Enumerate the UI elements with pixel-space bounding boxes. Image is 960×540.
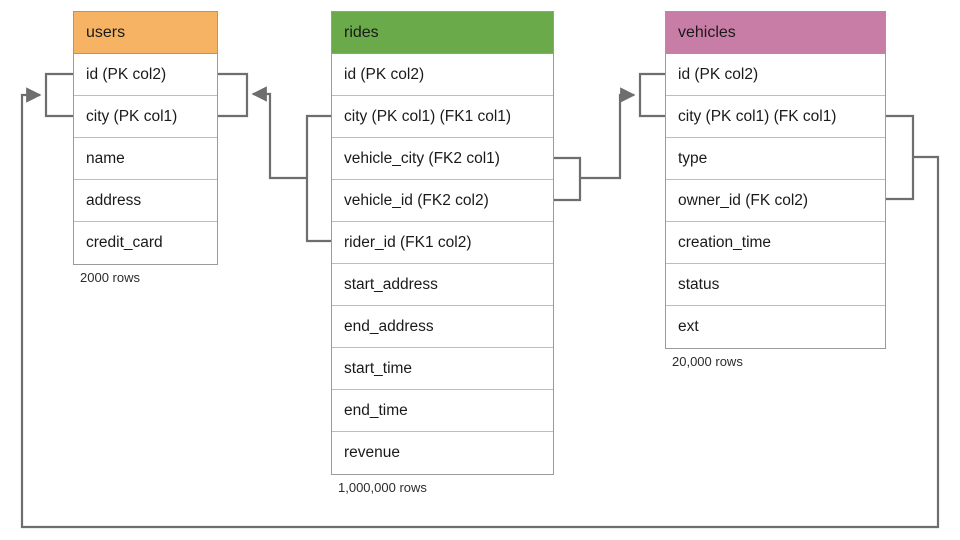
- entity-vehicles-field-creation-time[interactable]: creation_time: [666, 222, 885, 264]
- entity-rides-field-end-time[interactable]: end_time: [332, 390, 553, 432]
- entity-users-field-city[interactable]: city (PK col1): [74, 96, 217, 138]
- entity-vehicles-row-count: 20,000 rows: [672, 354, 743, 369]
- entity-users-row-count: 2000 rows: [80, 270, 140, 285]
- entity-rides-field-rider-id[interactable]: rider_id (FK1 col2): [332, 222, 553, 264]
- entity-rides-field-end-address[interactable]: end_address: [332, 306, 553, 348]
- vehicles-right-bracket: [886, 114, 915, 201]
- entity-users-field-id[interactable]: id (PK col2): [74, 54, 217, 96]
- entity-vehicles[interactable]: vehicles id (PK col2) city (PK col1) (FK…: [665, 11, 886, 349]
- entity-vehicles-title: vehicles: [666, 12, 885, 54]
- entity-users-title: users: [74, 12, 217, 54]
- relationship-rides-vehicle-to-vehicles: [580, 87, 636, 180]
- entity-rides-title: rides: [332, 12, 553, 54]
- rides-right-bracket: [554, 156, 582, 202]
- entity-rides-field-city[interactable]: city (PK col1) (FK1 col1): [332, 96, 553, 138]
- users-left-bracket: [44, 72, 73, 118]
- entity-users-field-credit-card[interactable]: credit_card: [74, 222, 217, 264]
- rides-left-bracket: [305, 114, 331, 243]
- entity-vehicles-field-ext[interactable]: ext: [666, 306, 885, 348]
- entity-vehicles-field-owner-id[interactable]: owner_id (FK col2): [666, 180, 885, 222]
- entity-rides[interactable]: rides id (PK col2) city (PK col1) (FK1 c…: [331, 11, 554, 475]
- relationship-rides-rider-to-users: [251, 86, 307, 180]
- entity-vehicles-field-id[interactable]: id (PK col2): [666, 54, 885, 96]
- entity-users-field-address[interactable]: address: [74, 180, 217, 222]
- entity-vehicles-field-type[interactable]: type: [666, 138, 885, 180]
- entity-rides-field-start-time[interactable]: start_time: [332, 348, 553, 390]
- vehicles-left-bracket: [638, 72, 665, 118]
- entity-users-field-name[interactable]: name: [74, 138, 217, 180]
- entity-rides-field-revenue[interactable]: revenue: [332, 432, 553, 474]
- entity-rides-field-id[interactable]: id (PK col2): [332, 54, 553, 96]
- users-right-bracket: [218, 72, 249, 118]
- entity-vehicles-field-city[interactable]: city (PK col1) (FK col1): [666, 96, 885, 138]
- entity-rides-field-start-address[interactable]: start_address: [332, 264, 553, 306]
- entity-rides-field-vehicle-city[interactable]: vehicle_city (FK2 col1): [332, 138, 553, 180]
- entity-vehicles-field-status[interactable]: status: [666, 264, 885, 306]
- entity-users[interactable]: users id (PK col2) city (PK col1) name a…: [73, 11, 218, 265]
- entity-rides-row-count: 1,000,000 rows: [338, 480, 427, 495]
- entity-rides-field-vehicle-id[interactable]: vehicle_id (FK2 col2): [332, 180, 553, 222]
